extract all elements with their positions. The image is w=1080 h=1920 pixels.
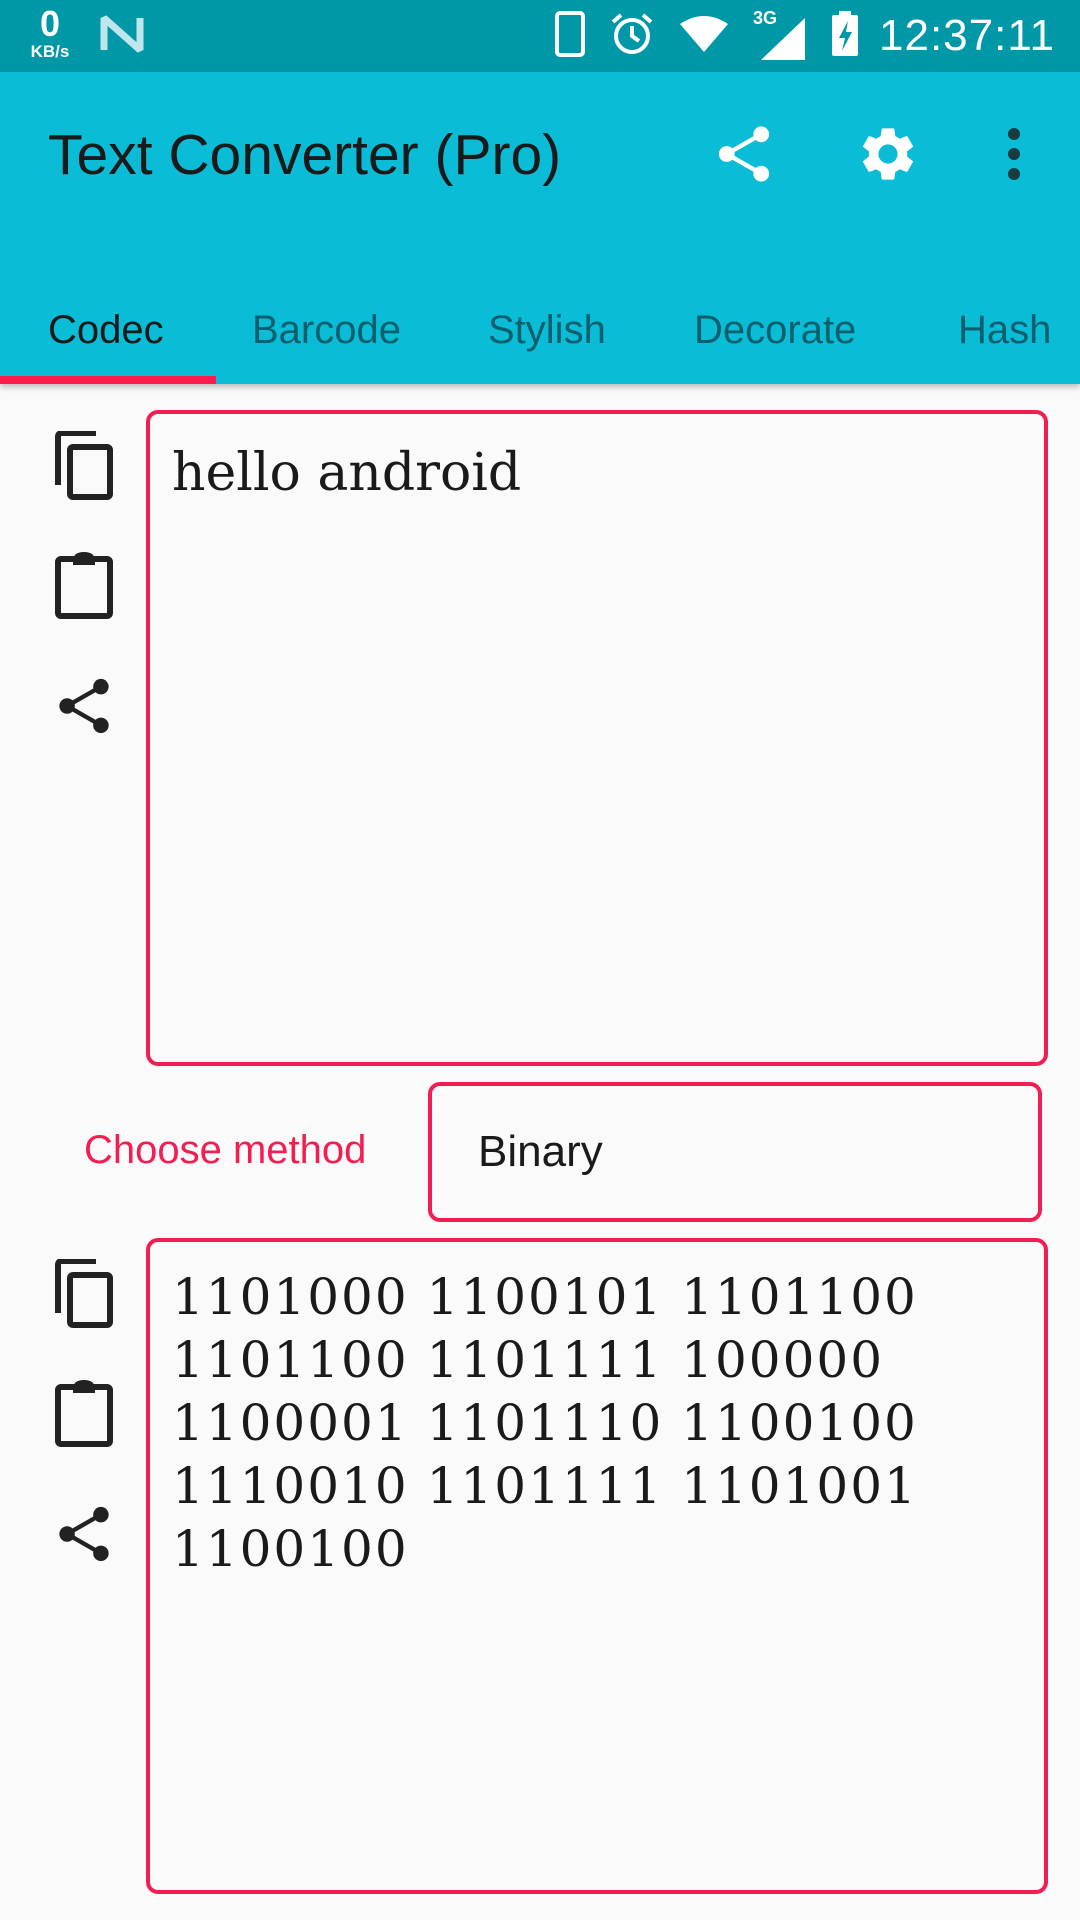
paste-icon (55, 549, 113, 624)
method-select[interactable]: Binary (428, 1082, 1042, 1222)
output-paste-button[interactable] (48, 1378, 120, 1450)
app-title: Text Converter (Pro) (48, 123, 562, 187)
copy-icon (52, 1257, 116, 1334)
copy-icon (52, 429, 116, 506)
tab-decorate[interactable]: Decorate (694, 308, 857, 352)
alarm-icon (609, 11, 655, 62)
signal-icon: 3G (753, 8, 807, 62)
network-speed-unit: KB/s (30, 42, 70, 61)
tab-barcode[interactable]: Barcode (252, 308, 401, 352)
more-vert-icon (1004, 126, 1024, 187)
app-bar: Text Converter (Pro) Codec Barcode Styli… (0, 72, 1080, 384)
tab-indicator (0, 376, 216, 384)
clock-time: 12:37:11 (879, 11, 1056, 60)
network-speed: 0 KB/s (22, 3, 78, 61)
network-type-label: 3G (753, 8, 778, 28)
share-button[interactable] (708, 120, 780, 192)
input-text-area[interactable]: hello android (146, 410, 1048, 1066)
input-copy-button[interactable] (48, 429, 120, 506)
tab-bar: Codec Barcode Stylish Decorate Hash (0, 272, 1080, 384)
paste-icon (55, 1377, 113, 1452)
choose-method-label: Choose method (84, 1128, 367, 1172)
network-speed-value: 0 (39, 3, 61, 44)
output-copy-button[interactable] (48, 1257, 120, 1334)
tab-codec[interactable]: Codec (48, 308, 164, 352)
wifi-icon (679, 14, 729, 59)
input-paste-button[interactable] (48, 550, 120, 622)
overflow-menu-button[interactable] (978, 120, 1050, 192)
output-text-area[interactable]: 1101000 1100101 1101100 1101100 1101111 … (146, 1238, 1048, 1894)
battery-charging-icon (831, 10, 859, 62)
gear-icon (856, 122, 920, 191)
output-share-button[interactable] (48, 1500, 120, 1572)
input-share-button[interactable] (48, 672, 120, 744)
tab-stylish[interactable]: Stylish (488, 308, 606, 352)
share-icon (714, 122, 774, 191)
settings-button[interactable] (852, 120, 924, 192)
share-icon (55, 1502, 113, 1571)
status-bar: 0 KB/s 3G 12:37:11 (0, 0, 1080, 72)
share-icon (55, 674, 113, 743)
phone-icon (555, 10, 585, 62)
n-logo-icon (100, 14, 144, 59)
tab-hash[interactable]: Hash (958, 308, 1052, 352)
